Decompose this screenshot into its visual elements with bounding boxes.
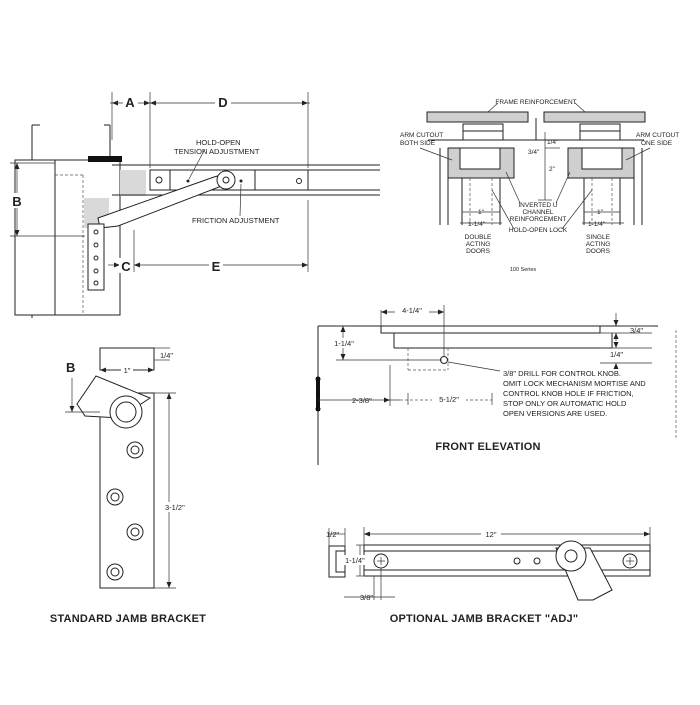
- std-dim-3-1-2: 3-1/2": [165, 503, 185, 512]
- dim-one-quarter-left: 1-1/4": [468, 221, 486, 228]
- dim-two-top: 2": [549, 166, 556, 173]
- dim-1-4-right: 1/4": [610, 350, 623, 359]
- hold-open-lock-label: HOLD-OPEN LOCK: [509, 227, 568, 234]
- standard-jamb-bracket-title: STANDARD JAMB BRACKET: [50, 613, 206, 625]
- dim-quarter-top: 1/4": [547, 139, 559, 146]
- front-elevation-view: 4-1/4" 3/4" 1/4" 1-1/4" 2-3/8" 5-1/2": [315, 305, 677, 465]
- dim-1-1-4: 1-1/4": [334, 339, 354, 348]
- arm-cutout-both-label-1: ARM CUTOUT: [400, 132, 443, 139]
- std-dim-b: B: [66, 360, 75, 375]
- drill-note-line-2: OMIT LOCK MECHANISM MORTISE AND: [503, 379, 646, 388]
- opt-dim-1-1-4: 1-1/4": [345, 556, 365, 565]
- dim-one-quarter-right: 1-1/4": [588, 221, 606, 228]
- dim-a-label: A: [125, 95, 135, 110]
- dim-one-right: 1": [597, 209, 604, 216]
- double-acting-label-3: DOORS: [466, 248, 491, 255]
- arm-cutout-one-label-1: ARM CUTOUT: [636, 132, 679, 139]
- frame-reinforcement-label: FRAME REINFORCEMENT: [495, 99, 576, 106]
- arm-cutout-one-label-2: ONE SIDE: [641, 140, 673, 147]
- optional-jamb-bracket-title: OPTIONAL JAMB BRACKET "ADJ": [390, 613, 579, 625]
- single-acting-label-1: SINGLE: [586, 234, 611, 241]
- inverted-u-label-3: REINFORCEMENT: [510, 216, 567, 223]
- double-acting-label-1: DOUBLE: [465, 234, 492, 241]
- dim-e-label: E: [212, 259, 221, 274]
- standard-jamb-bracket-view: 1/4" 1" B 3-1/2" STANDARD JAMB BRACKET: [50, 347, 206, 625]
- drill-note-line-5: OPEN VERSIONS ARE USED.: [503, 409, 607, 418]
- optional-jamb-bracket-view: 1/2" 12" 1-1/4" 3/8" OPTIONAL JAMB BRACK…: [326, 527, 651, 625]
- arm-assembly-view: A D B: [10, 92, 380, 318]
- dim-d-label: D: [218, 95, 227, 110]
- dim-3-4: 3/4": [630, 326, 643, 335]
- frame-section-view: FRAME REINFORCEMENT ARM CUTOUT BOTH SIDE: [400, 99, 679, 273]
- dim-5-1-2: 5-1/2": [439, 395, 459, 404]
- dim-one-left: 1": [478, 209, 485, 216]
- arm-cutout-both-label-2: BOTH SIDE: [400, 140, 436, 147]
- std-dim-1-4: 1/4": [160, 351, 173, 360]
- dim-2-3-8: 2-3/8": [352, 396, 372, 405]
- inverted-u-label-1: INVERTED U: [518, 202, 558, 209]
- opt-dim-12: 12": [485, 530, 496, 539]
- dim-b-label: B: [12, 194, 21, 209]
- drill-note-line-3: CONTROL KNOB HOLE IF FRICTION,: [503, 389, 634, 398]
- drill-note-line-1: 3/8" DRILL FOR CONTROL KNOB.: [503, 369, 621, 378]
- single-acting-label-2: ACTING: [586, 241, 611, 248]
- dim-c-label: C: [121, 259, 131, 274]
- dim-4-1-4: 4-1/4": [402, 306, 422, 315]
- front-elevation-title: FRONT ELEVATION: [435, 441, 540, 453]
- dim-three-quarter-top: 3/4": [528, 149, 540, 156]
- opt-dim-3-8: 3/8": [360, 593, 373, 602]
- hold-open-label: HOLD-OPEN: [196, 138, 241, 147]
- std-dim-1: 1": [124, 366, 131, 375]
- series-label: 100 Series: [510, 267, 537, 273]
- friction-adjustment-label: FRICTION ADJUSTMENT: [192, 216, 280, 225]
- opt-dim-1-2: 1/2": [326, 530, 339, 539]
- inverted-u-label-2: CHANNEL: [522, 209, 553, 216]
- double-acting-label-2: ACTING: [466, 241, 491, 248]
- single-acting-label-3: DOORS: [586, 248, 611, 255]
- drill-note-line-4: STOP ONLY OR AUTOMATIC HOLD: [503, 399, 627, 408]
- tension-adjustment-label: TENSION ADJUSTMENT: [174, 147, 260, 156]
